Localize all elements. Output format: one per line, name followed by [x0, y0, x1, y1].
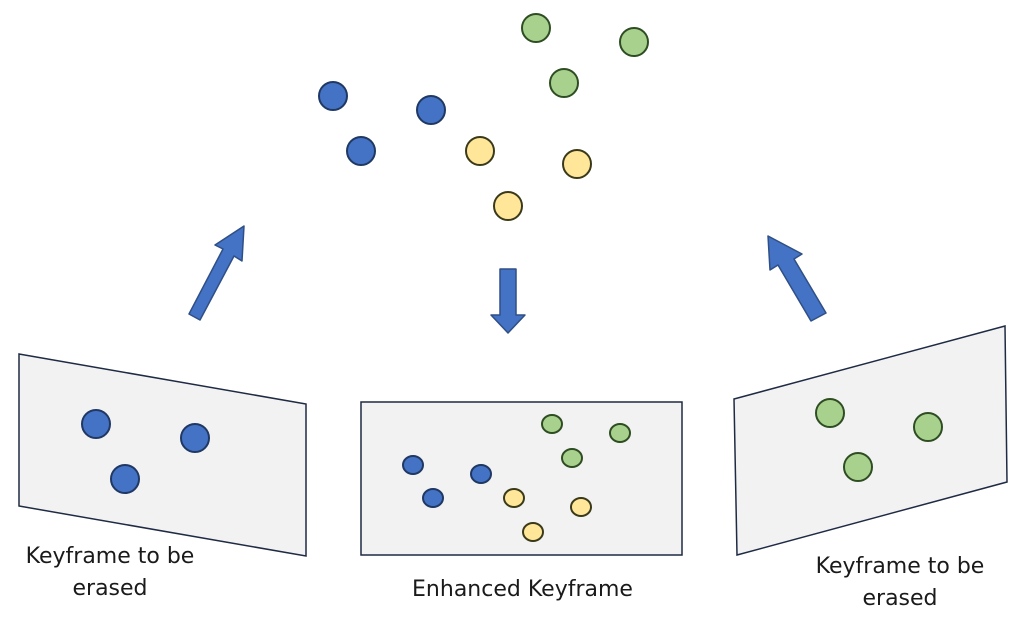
keyframe-panel-center — [360, 401, 683, 556]
panel-left-frame — [18, 353, 307, 557]
keypoint-yellow — [522, 522, 544, 542]
keypoint-green — [913, 412, 943, 442]
panel-right-frame — [733, 325, 1008, 556]
map-point-green — [521, 13, 551, 43]
keypoint-green — [541, 414, 563, 434]
caption-enhanced-keyframe: Enhanced Keyframe — [380, 574, 665, 606]
panel-center-frame — [360, 401, 683, 556]
map-point-green — [619, 27, 649, 57]
keypoint-yellow — [503, 488, 525, 508]
map-point-yellow — [493, 191, 523, 221]
keypoint-blue — [110, 464, 140, 494]
arrows — [188, 225, 827, 334]
keypoint-green — [561, 448, 583, 468]
map-point-blue — [416, 95, 446, 125]
keypoint-yellow — [570, 497, 592, 517]
map-point-cloud — [318, 13, 649, 221]
caption-line: erased — [72, 576, 148, 601]
caption-keyframe-to-be-erased-right: Keyframe to be erased — [800, 551, 1000, 615]
caption-line: Keyframe to be — [815, 554, 985, 579]
keypoint-blue — [402, 455, 424, 475]
caption-line: Enhanced Keyframe — [412, 577, 633, 602]
map-point-green — [549, 68, 579, 98]
arrow-up-left-icon — [188, 225, 245, 321]
arrow-down-icon — [490, 268, 526, 334]
keypoint-blue — [422, 488, 444, 508]
keyframe-panel-left — [18, 353, 307, 557]
map-point-yellow — [562, 149, 592, 179]
keypoint-green — [843, 452, 873, 482]
caption-line: erased — [862, 586, 938, 611]
map-point-yellow — [465, 136, 495, 166]
keypoint-blue — [470, 464, 492, 484]
map-point-blue — [318, 81, 348, 111]
keypoint-blue — [81, 409, 111, 439]
keypoint-green — [609, 423, 631, 443]
map-point-blue — [346, 136, 376, 166]
keypoint-blue — [180, 423, 210, 453]
keyframe-panel-right — [733, 325, 1008, 556]
arrow-up-right-icon — [767, 235, 827, 322]
keypoint-green — [815, 398, 845, 428]
caption-keyframe-to-be-erased-left: Keyframe to be erased — [10, 541, 210, 605]
caption-line: Keyframe to be — [25, 544, 195, 569]
